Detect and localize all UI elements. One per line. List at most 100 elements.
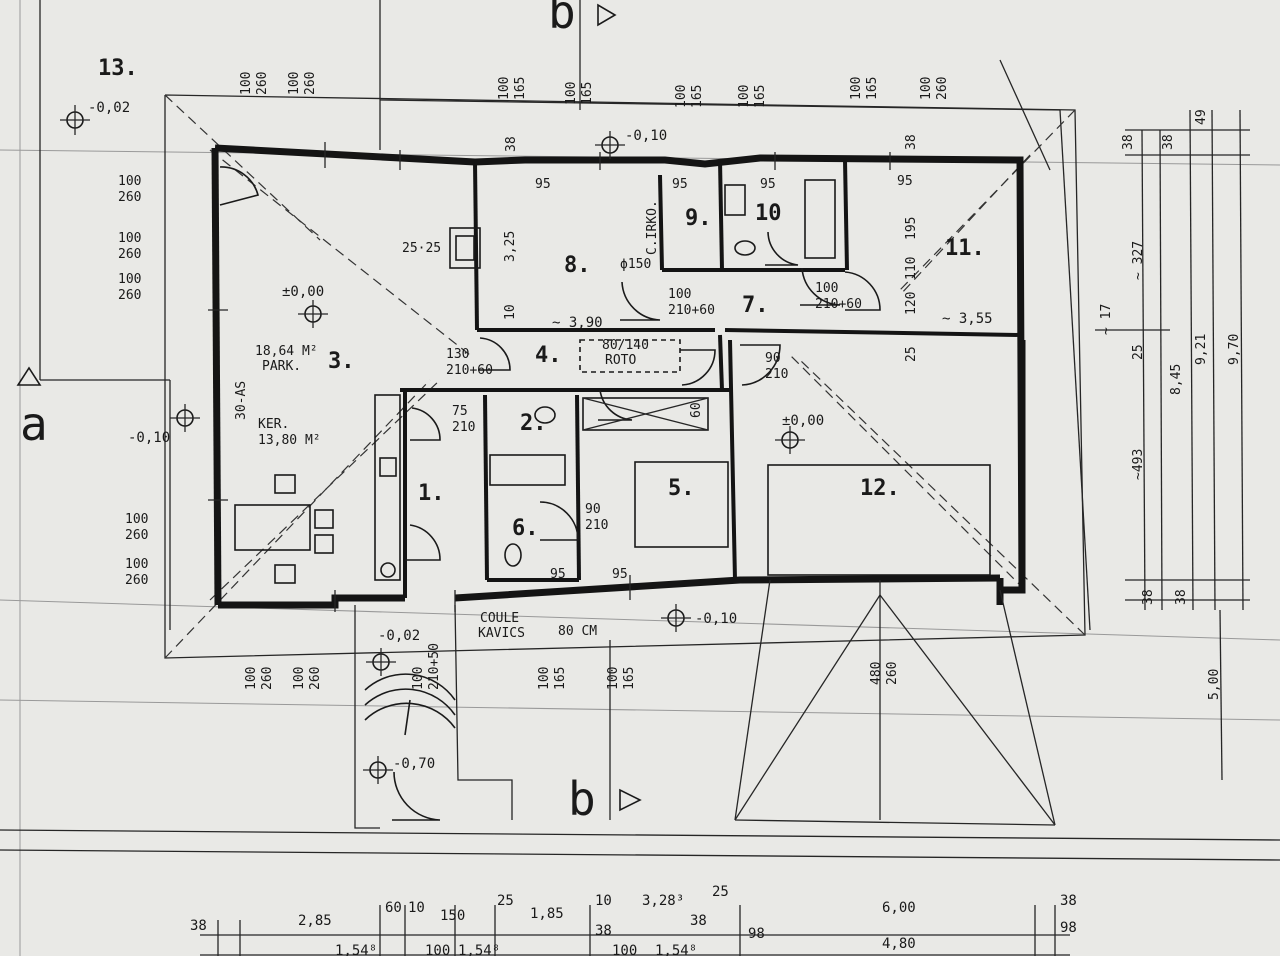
interior-walls: [400, 159, 1021, 598]
dim-label: 38: [1161, 134, 1176, 150]
opening-size: 100165: [606, 667, 637, 690]
ker-area-label: 13,80 M²: [258, 433, 321, 448]
dim-label: 110: [904, 257, 919, 280]
dim-label: 98: [1060, 920, 1077, 936]
dim-label: 25: [497, 893, 514, 909]
opening-size: 100260: [239, 72, 270, 95]
dim-label: 25: [1131, 344, 1146, 360]
dim-label: 60: [689, 402, 704, 418]
dimension-labels: 3,25 10 ~ 3,90 ~ 3,55 195 110 120 25 38 …: [503, 109, 1242, 700]
opening-size: 100260: [287, 72, 318, 95]
dim-label: 38: [1174, 589, 1189, 605]
section-markers: a b b: [16, 0, 642, 826]
dim-label: ~ 17: [1099, 304, 1114, 335]
dim-label: 38: [1141, 589, 1156, 605]
opening-size: 100165: [737, 85, 768, 108]
opening-size: 480260: [869, 662, 900, 685]
level-markers: [60, 105, 805, 784]
ker-label: KER.: [258, 417, 289, 432]
dim-label: 9,70: [1227, 334, 1242, 365]
elevation-label: -0,02: [378, 628, 420, 644]
roto-label: ROTO: [605, 353, 636, 368]
room-8-label: 8.: [564, 253, 591, 278]
dim-label: 9,21: [1194, 334, 1209, 365]
dim-label: 95: [672, 177, 688, 192]
elevation-label: -0,02: [88, 100, 130, 116]
dim-label: 38: [504, 136, 519, 152]
roto-size-label: 80/140: [602, 338, 649, 353]
opening-size: 100260: [919, 77, 950, 100]
dim-label: ~ 3,90: [552, 315, 603, 331]
fixtures: [234, 179, 991, 584]
dim-label: 1,54⁸: [335, 943, 377, 956]
dim-label: 95: [550, 567, 566, 582]
elevation-label: -0,10: [128, 430, 170, 446]
dim-label: 98: [748, 926, 765, 942]
dim-label: 6,00: [882, 900, 916, 916]
room-numbers: 13. 3. 1. 2. 4. 5. 6. 7. 8. 9. 10 11. 12…: [98, 56, 985, 541]
room-6-label: 6.: [512, 516, 539, 541]
room-1-label: 1.: [418, 481, 445, 506]
as-label: 30-AS: [234, 381, 249, 420]
chimney-size-label: 25·25: [402, 241, 441, 256]
room-4-label: 4.: [535, 343, 562, 368]
park-label: PARK.: [262, 359, 301, 374]
dim-label: 95: [612, 567, 628, 582]
coule-label: COULE: [480, 611, 519, 626]
dim-label: 95: [760, 177, 776, 192]
dim-label: 195: [904, 217, 919, 240]
dim-label: 38: [1121, 134, 1136, 150]
opening-labels: 100260 100260 100165 100165 100165 10016…: [118, 72, 950, 690]
section-label-b-bottom: b: [568, 772, 596, 826]
dim-label: 38: [1060, 893, 1077, 909]
dim-label: 120: [904, 292, 919, 315]
room-3-label: 3.: [328, 349, 355, 374]
dimension-lines-bottom: [200, 905, 1070, 956]
dim-label: 150: [440, 908, 465, 924]
dim-label: ~ 3,55: [942, 311, 993, 327]
dim-label: 95: [535, 177, 551, 192]
opening-size: 100260: [244, 667, 275, 690]
dim-label: ~ 327: [1131, 241, 1146, 280]
dim-label: 1,54⁸: [458, 943, 500, 956]
section-label-a: a: [20, 397, 48, 451]
room-2-label: 2.: [520, 411, 547, 436]
section-label-b-top: b: [548, 0, 576, 39]
dim-label: 100: [612, 943, 637, 956]
dim-label: 38: [690, 913, 707, 929]
opening-size: 100260: [292, 667, 323, 690]
dim-label: 25: [904, 346, 919, 362]
elevation-label: -0,10: [695, 611, 737, 627]
kavics-width-label: 80 CM: [558, 624, 597, 639]
elevation-label: ±0,00: [782, 413, 824, 429]
bottom-dimension-labels: 38 2,85 60 10 150 25 1,85 10 3,28³ 25 6,…: [190, 884, 1077, 956]
pipe-diameter-label: ϕ150: [620, 257, 651, 272]
kavics-label: KAVICS: [478, 626, 525, 641]
circo-label: C.IRKO.: [645, 200, 660, 255]
opening-size: 100210+50: [411, 643, 442, 690]
park-area-label: 18,64 M²: [255, 344, 318, 359]
elevation-label: -0,70: [393, 756, 435, 772]
area-labels: 18,64 M² PARK. KER. 13,80 M² 30-AS 25·25…: [234, 200, 660, 641]
dim-label: 1,85: [530, 906, 564, 922]
dim-label: 95: [897, 174, 913, 189]
room-11-label: 11.: [945, 236, 985, 261]
dim-label: 8,45: [1169, 364, 1184, 395]
dim-label: 5,00: [1207, 669, 1222, 700]
room-13-label: 13.: [98, 56, 138, 81]
dim-label: 38: [595, 923, 612, 939]
dim-label: 1,54⁸: [655, 943, 697, 956]
dim-label: 60: [385, 900, 402, 916]
dim-label: 49: [1194, 109, 1209, 125]
elevation-texts: -0,02 ±0,00 -0,10 -0,10 ±0,00 -0,10 -0,0…: [88, 100, 824, 772]
